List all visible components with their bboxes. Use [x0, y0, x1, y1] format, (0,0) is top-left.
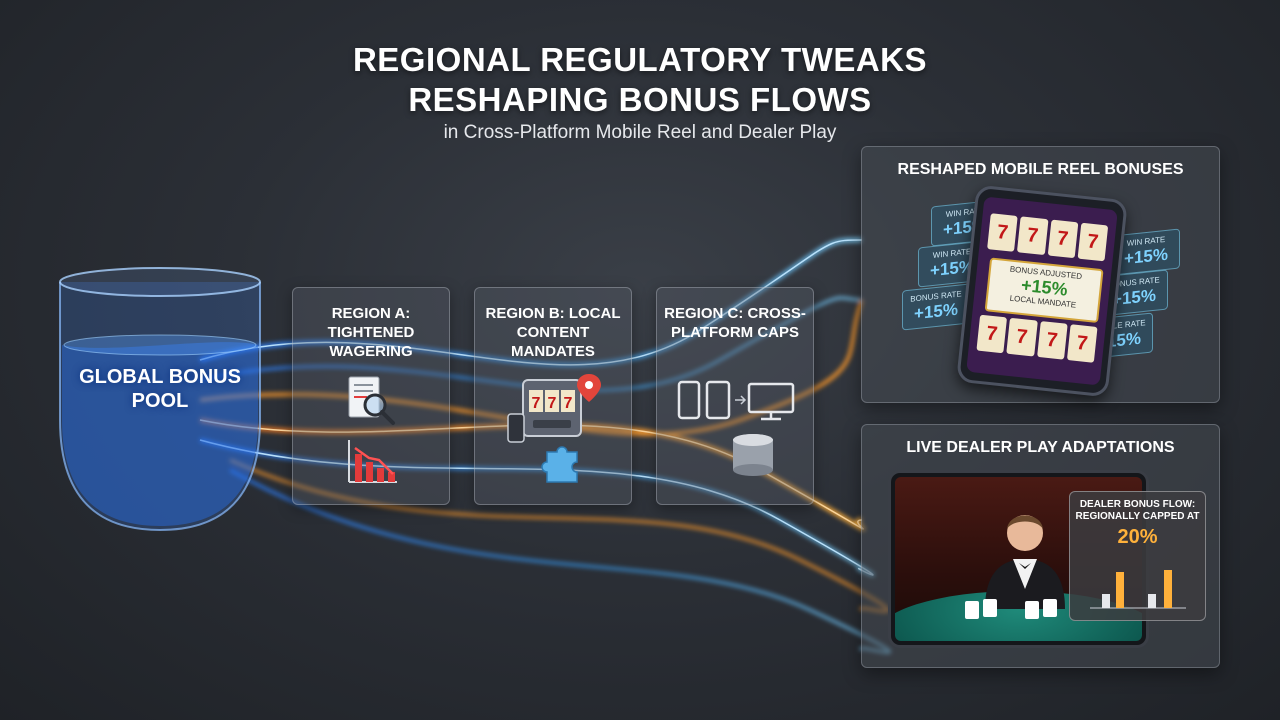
page-subtitle: in Cross-Platform Mobile Reel and Dealer…	[443, 122, 837, 143]
bonus-adjusted-banner: BONUS ADJUSTED +15% LOCAL MANDATE	[984, 257, 1104, 324]
page-title-line1: REGIONAL REGULATORY TWEAKS	[352, 41, 928, 78]
slot-reels-bottom: 7 7 7 7	[976, 314, 1098, 363]
mobile-reel-panel-title: RESHAPED MOBILE REEL BONUSES	[897, 161, 1184, 178]
dealer-bonus-overlay: DEALER BONUS FLOW: REGIONALLY CAPPED AT …	[1069, 491, 1206, 621]
dealer-bonus-value: 20%	[1117, 526, 1158, 548]
playing-cards	[965, 599, 1057, 619]
region-c-card: Region C: Cross-Platform Caps	[656, 287, 814, 505]
region-a-title: Region A: Tightened Wagering	[327, 305, 415, 360]
rate-chip: BONUS RATE +15%	[902, 283, 970, 331]
mini-bar-chart-icon	[1090, 570, 1186, 609]
svg-text:7: 7	[532, 395, 541, 412]
region-c-title: Region C: Cross-Platform Caps	[664, 305, 806, 341]
live-dealer-panel-title: LIVE DEALER PLAY ADAPTATIONS	[906, 439, 1175, 456]
region-b-title: Region B: Local Content Mandates	[485, 305, 621, 360]
declining-bar-chart-icon	[348, 440, 397, 483]
document-search-icon	[348, 376, 395, 425]
global-bonus-pool-label: GLOBAL BONUS POOL	[79, 366, 241, 412]
page-title-line2: RESHAPING BONUS FLOWS	[408, 81, 872, 118]
slot-machine-map-pin-icon: 7 7 7	[507, 374, 601, 483]
svg-text:7: 7	[564, 395, 573, 412]
slot-reels-top: 7 7 7 7	[987, 213, 1109, 262]
slot-game-screen: 7 7 7 7 BONUS ADJUSTED +15% LOCAL MANDAT…	[966, 196, 1118, 386]
dealer-figure	[985, 515, 1065, 609]
dealer-bonus-label: DEALER BONUS FLOW: REGIONALLY CAPPED AT	[1075, 499, 1200, 522]
region-a-card: Region A: Tightened Wagering	[292, 287, 450, 505]
cross-platform-devices-icon	[677, 380, 795, 476]
region-b-card: Region B: Local Content Mandates 7 7 7	[474, 287, 632, 505]
svg-text:7: 7	[548, 395, 557, 412]
bonus-pool-glass	[59, 267, 261, 532]
mobile-phone-mockup: 7 7 7 7 BONUS ADJUSTED +15% LOCAL MANDAT…	[956, 184, 1128, 398]
